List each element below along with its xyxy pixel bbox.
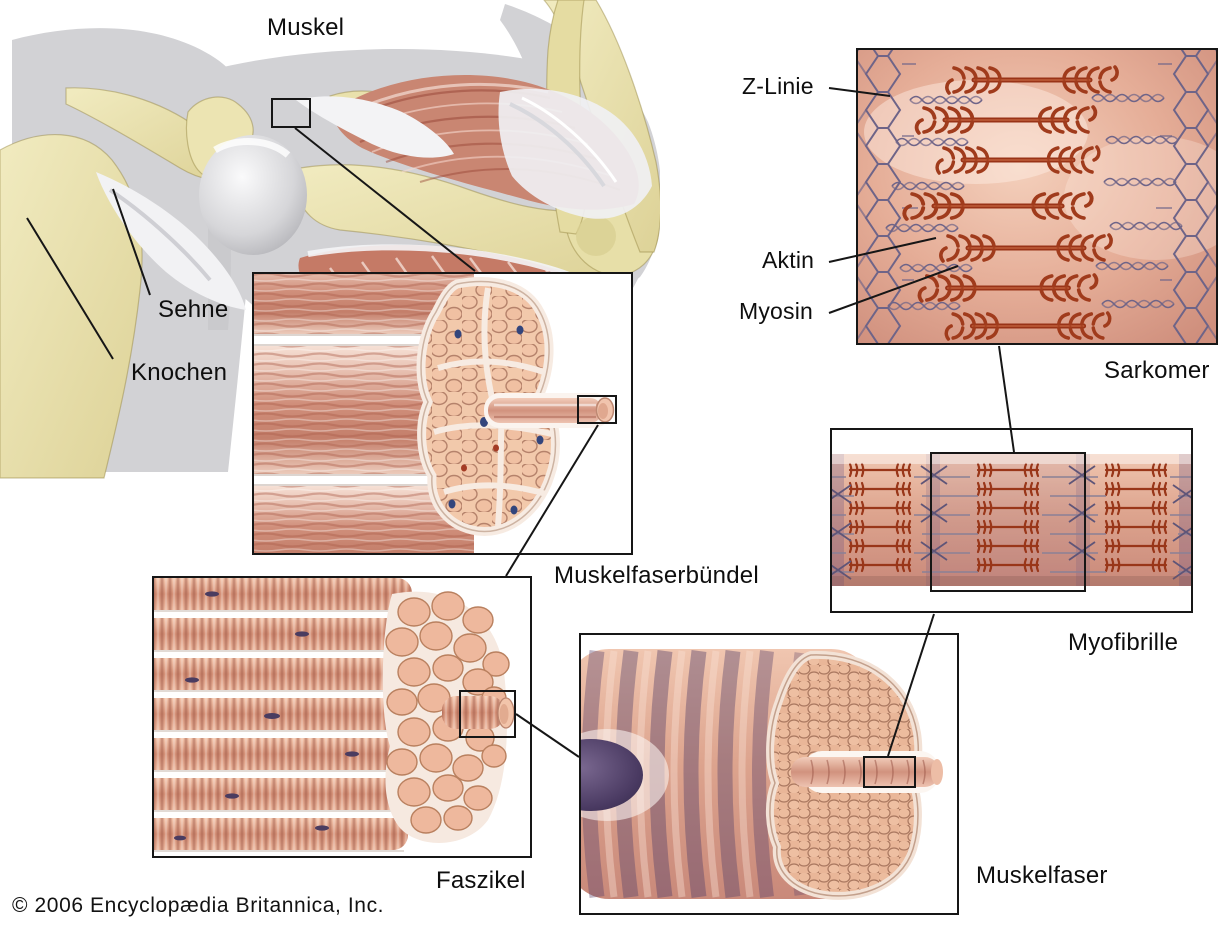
zoom-rect-muskel [271, 98, 311, 128]
label-sarkomer: Sarkomer [1104, 357, 1210, 384]
label-muskelfaserbuendel: Muskelfaserbündel [554, 562, 759, 589]
label-sehne: Sehne [158, 296, 229, 323]
label-muskel: Muskel [267, 14, 345, 41]
label-myofibrille: Myofibrille [1068, 629, 1179, 656]
sarkomer-art [858, 50, 1216, 343]
label-myosin: Myosin [739, 298, 814, 324]
muskelfaserbuendel-art [254, 274, 615, 553]
zoom-rect-muskelfaser [863, 756, 916, 788]
label-faszikel: Faszikel [436, 867, 526, 894]
zoom-rect-muskelfaserbuendel [577, 395, 617, 424]
myofibrille-art [832, 454, 1191, 586]
zoom-rect-faszikel [459, 690, 516, 738]
zoom-rect-myofibrille [930, 452, 1086, 592]
copyright-notice: © 2006 Encyclopædia Britannica, Inc. [12, 894, 385, 917]
panel-muskelfaserbuendel [252, 272, 633, 555]
faszikel-art [154, 578, 515, 852]
muskelfaser-art [581, 649, 943, 900]
panel-faszikel [152, 576, 532, 858]
label-aktin: Aktin [762, 247, 815, 273]
label-muskelfaser: Muskelfaser [976, 862, 1108, 889]
panel-sarkomer [856, 48, 1218, 345]
label-knochen: Knochen [131, 359, 228, 386]
label-z-linie: Z-Linie [742, 73, 814, 99]
